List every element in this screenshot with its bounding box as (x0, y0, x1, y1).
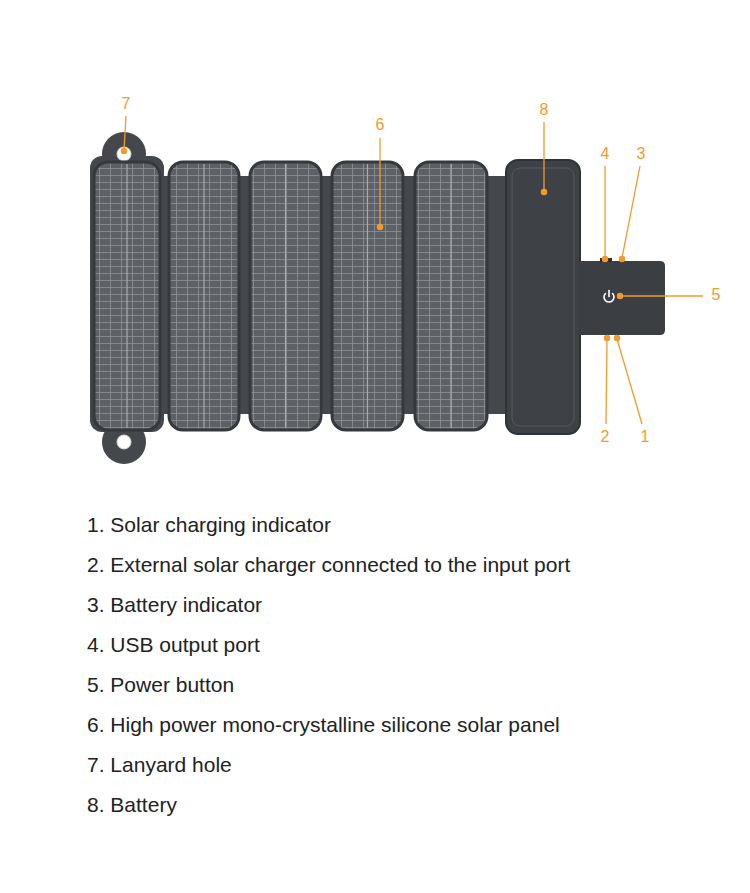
callout-number: 3 (637, 145, 646, 163)
list-item: 8. Battery (87, 793, 177, 817)
callout-number: 6 (376, 116, 385, 134)
battery-seam (512, 168, 574, 426)
power-button (604, 291, 614, 303)
callout-number: 5 (712, 286, 721, 304)
list-item: 2. External solar charger connected to t… (87, 553, 570, 577)
solar-panels (94, 162, 487, 430)
callout-number: 1 (641, 428, 650, 446)
list-item: 3. Battery indicator (87, 593, 262, 617)
lanyard-hole (117, 435, 131, 449)
list-item: 7. Lanyard hole (87, 753, 232, 777)
callout-number: 2 (601, 428, 610, 446)
control-tab (578, 261, 665, 335)
list-item: 1. Solar charging indicator (87, 513, 331, 537)
leader-lines (121, 116, 703, 424)
lanyard-hole (117, 147, 131, 161)
callout-number: 4 (601, 145, 610, 163)
callout-number: 7 (122, 95, 131, 113)
callout-number: 8 (540, 101, 549, 119)
list-item: 6. High power mono-crystalline silicone … (87, 713, 560, 737)
battery-pack (506, 160, 580, 434)
list-item: 5. Power button (87, 673, 234, 697)
list-item: 4. USB output port (87, 633, 260, 657)
